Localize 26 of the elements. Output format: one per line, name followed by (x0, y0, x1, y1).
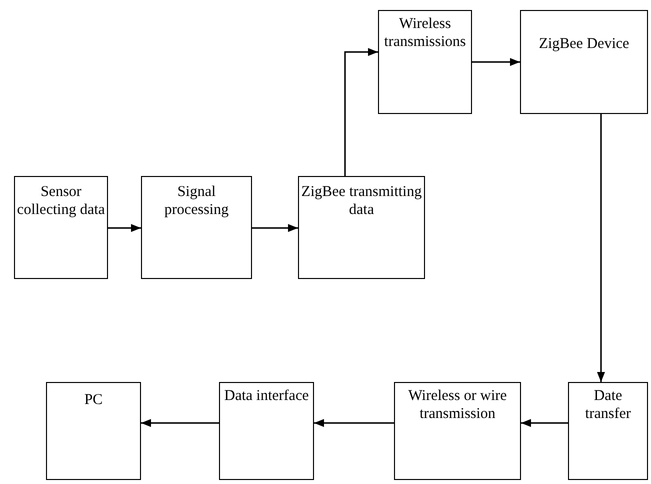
process-box (568, 382, 648, 480)
arrow (141, 419, 219, 427)
box-label: Signal processing (163, 183, 230, 219)
arrow (521, 419, 568, 427)
box-label: Date transfer (584, 387, 632, 423)
arrow (108, 224, 141, 232)
arrow (314, 419, 394, 427)
process-box (141, 176, 252, 279)
box-label: ZigBee Device (538, 35, 630, 53)
process-box (219, 382, 314, 480)
process-box (394, 382, 521, 480)
process-box (46, 382, 141, 480)
process-box (378, 10, 472, 114)
process-box (520, 10, 648, 114)
box-label: Sensor collecting data (17, 183, 105, 219)
arrow (472, 58, 520, 66)
box-label: Wireless transmissions (383, 15, 467, 51)
arrow (597, 114, 605, 382)
box-label: Wireless or wire transmission (407, 387, 508, 423)
box-label: Data interface (223, 387, 310, 405)
arrow (252, 224, 298, 232)
process-box (298, 176, 425, 279)
box-label: PC (83, 391, 104, 409)
arrow (344, 48, 378, 176)
process-box (14, 176, 108, 279)
box-label: ZigBee transmitting data (301, 183, 422, 219)
